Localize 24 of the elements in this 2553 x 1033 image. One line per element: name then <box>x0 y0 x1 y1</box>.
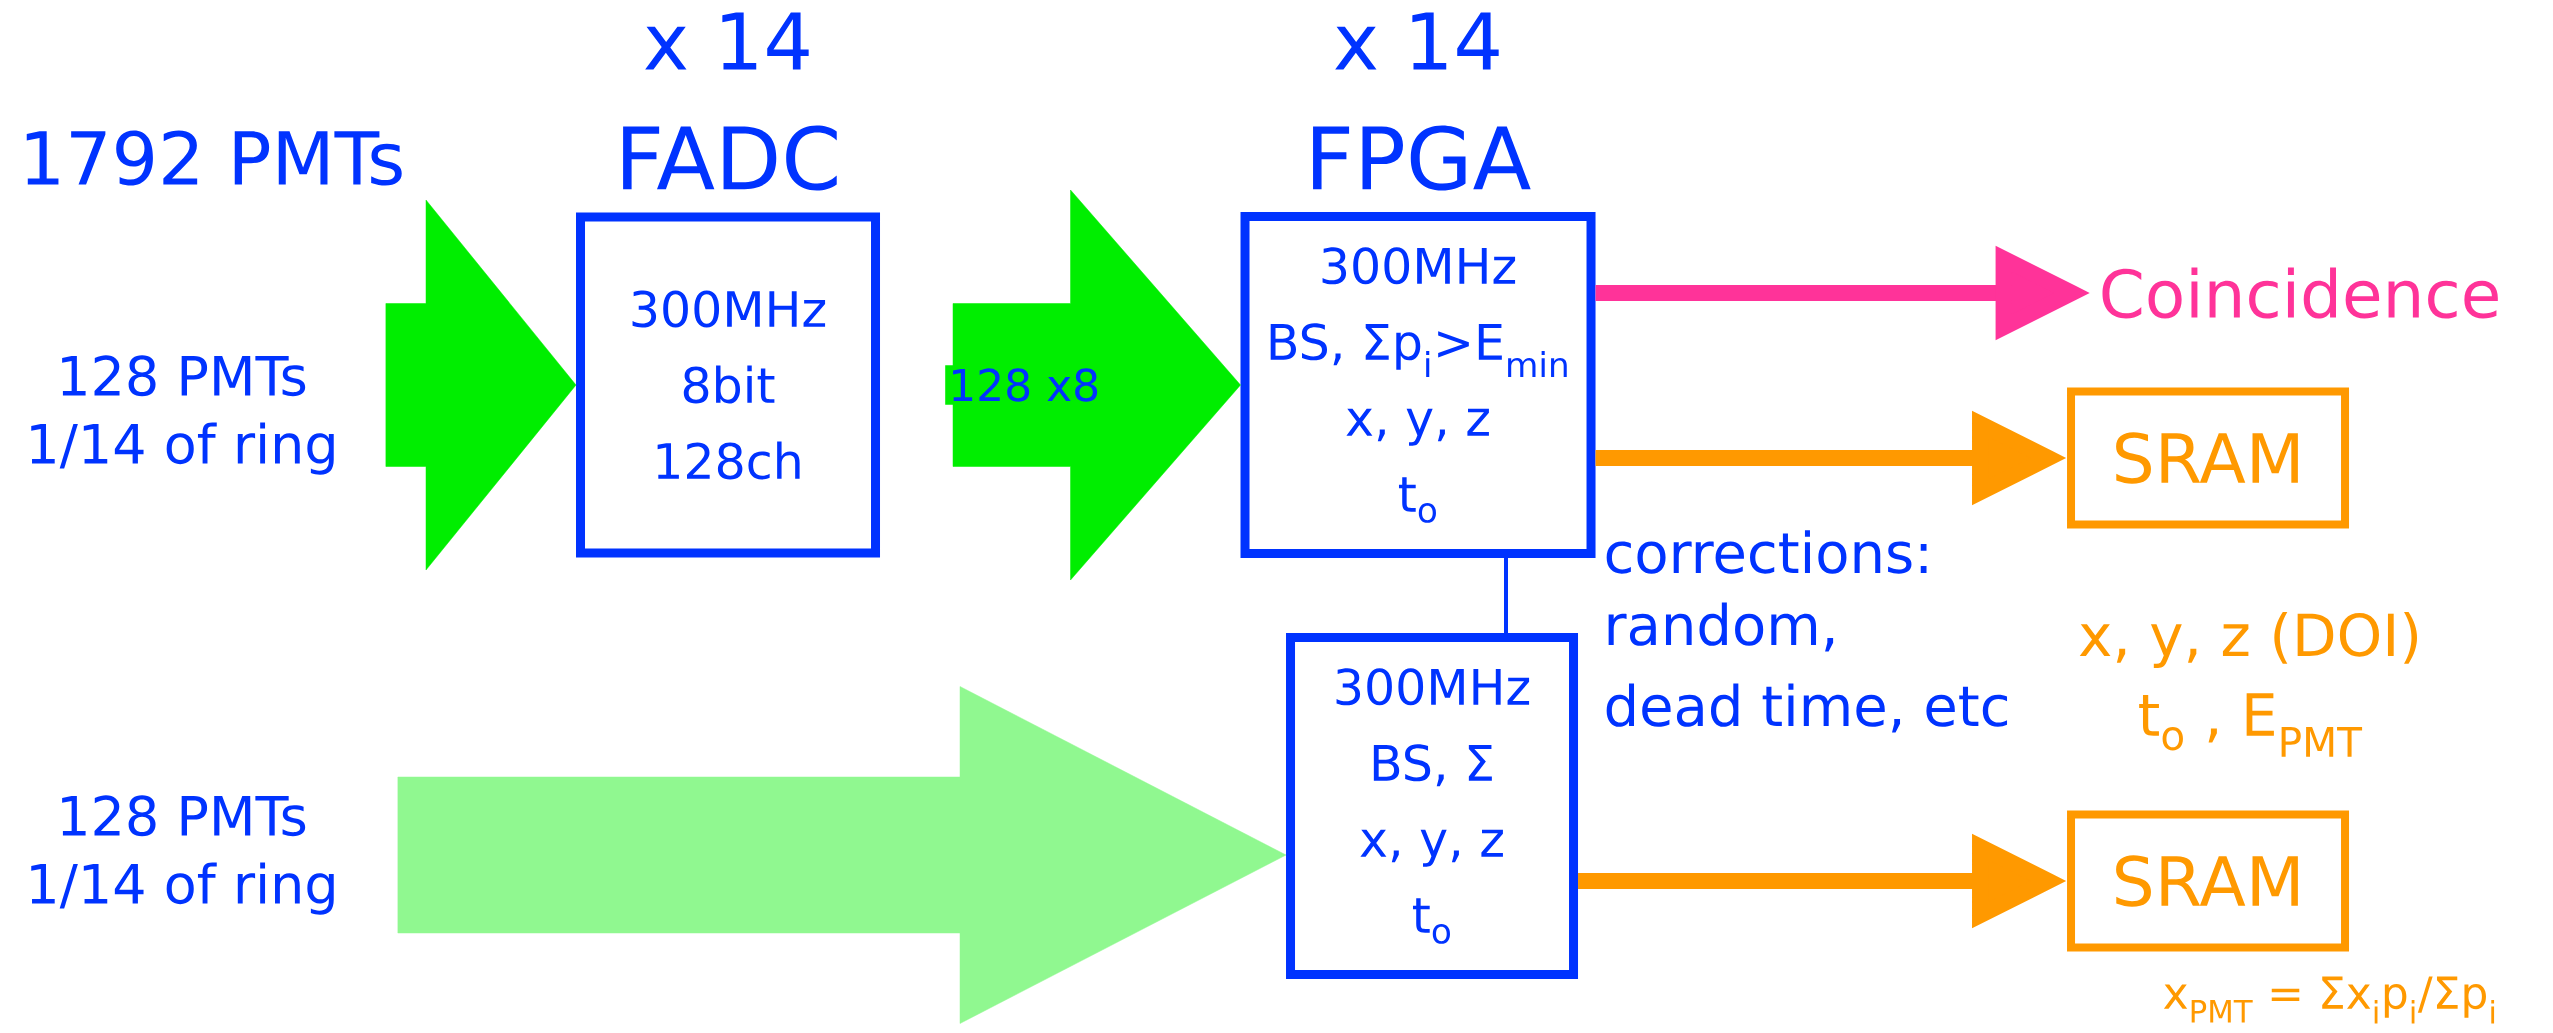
processor-box: 300MHz BS, Σ x, y, z t$_{o}$ <box>1286 633 1578 979</box>
annotation: x$_{PMT}$ = Σx$_{i}$p$_{i}$/Σp$_{i}$ <box>2163 976 2495 1024</box>
annotation: x, y, z (DOI) <box>2079 611 2417 669</box>
connector-line <box>1504 558 1508 633</box>
annotation: t$_{o}$ , E$_{PMT}$ <box>2139 693 2363 757</box>
output-label: Coincidence <box>2102 267 2498 319</box>
block-arrow <box>385 199 577 571</box>
input-label: 128 PMTs 1/14 of ring <box>31 355 334 475</box>
annotation: dead time, etc <box>1606 683 2008 733</box>
processor-box: 300MHz BS, Σp$_{i}$>E$_{min}$ x, y, z t$_{o}$ <box>1240 212 1596 558</box>
memory-box: SRAM <box>2067 810 2350 952</box>
heading: FPGA <box>1313 125 1531 191</box>
edge-label: 128 x8 <box>945 365 1104 405</box>
annotation: random, <box>1608 602 1834 652</box>
block-arrow <box>952 189 1241 581</box>
heading: x 14 <box>1335 12 1499 70</box>
input-label: 128 PMTs 1/14 of ring <box>31 795 334 915</box>
heading: FADC <box>623 125 837 191</box>
annotation: 1792 PMTs <box>26 130 402 186</box>
processor-box: 300MHz 8bit 128ch <box>576 212 880 558</box>
annotation: corrections: <box>1606 530 1927 574</box>
memory-box: SRAM <box>2067 387 2350 529</box>
block-arrow <box>397 686 1287 1024</box>
heading: x 14 <box>645 12 809 70</box>
